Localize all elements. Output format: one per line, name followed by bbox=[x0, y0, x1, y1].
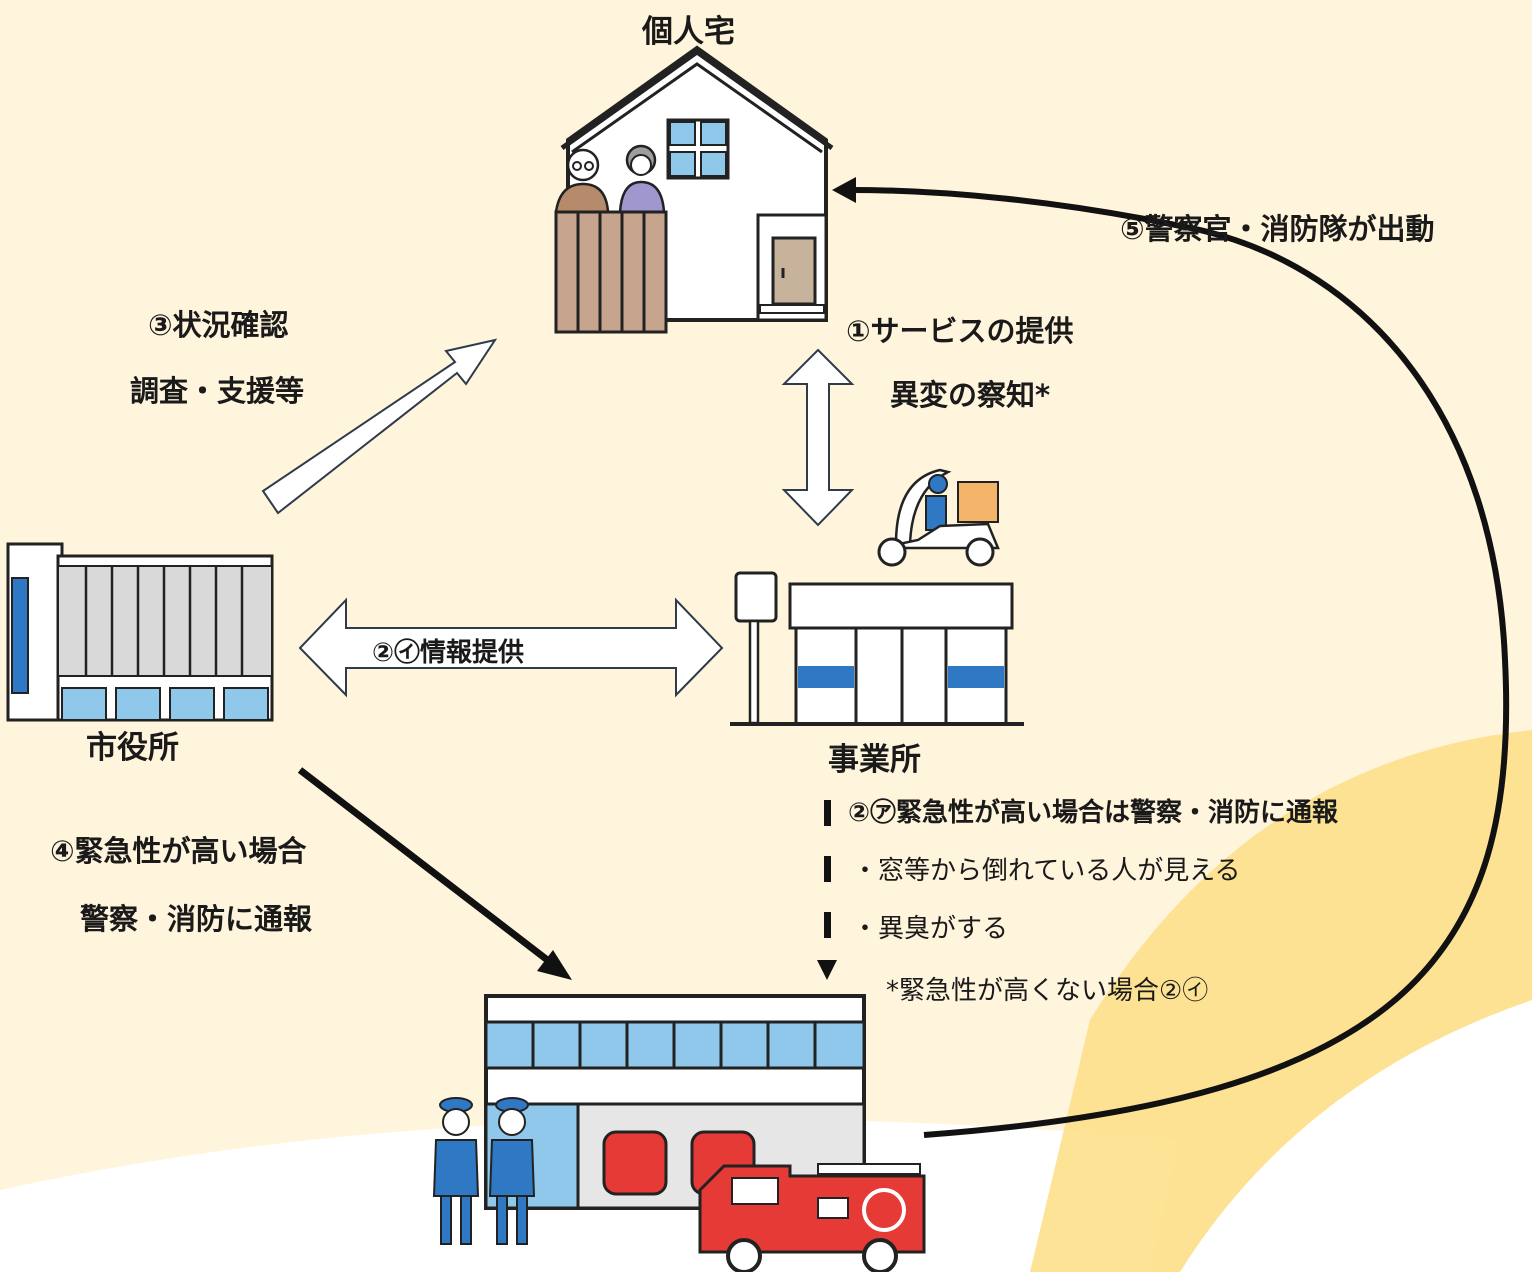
support-label: 調査・支援等 bbox=[130, 374, 305, 408]
detection-label: 異変の察知* bbox=[890, 378, 1051, 412]
report-police-label: 警察・消防に通報 bbox=[80, 902, 313, 936]
arrow-dispatch-head bbox=[832, 177, 856, 203]
dash-segment bbox=[824, 856, 831, 882]
dispatch-label: ⑤警察官・消防隊が出動 bbox=[1120, 212, 1435, 246]
dash-segment bbox=[824, 800, 831, 826]
check-label: ③状況確認 bbox=[148, 308, 289, 342]
house-illustration bbox=[554, 45, 834, 334]
officer-figure bbox=[432, 1097, 480, 1245]
office-label: 事業所 bbox=[828, 742, 921, 778]
service-label: ①サービスの提供 bbox=[846, 314, 1074, 348]
fire-truck-illustration bbox=[698, 1163, 926, 1272]
delivery-scooter-illustration bbox=[877, 468, 1000, 567]
arrow-urgent bbox=[297, 767, 553, 965]
report-label: ②㋐緊急性が高い場合は警察・消防に通報 bbox=[848, 798, 1339, 828]
arrow-check bbox=[261, 338, 498, 515]
urgent-label: ④緊急性が高い場合 bbox=[50, 834, 307, 868]
arrow-urgent-head bbox=[537, 950, 572, 980]
footnote: *緊急性が高くない場合②㋑ bbox=[886, 976, 1209, 1006]
arrow-dispatch bbox=[851, 187, 1510, 1138]
background-swoosh-white-right bbox=[1180, 1000, 1532, 1272]
arrow-service bbox=[781, 348, 855, 527]
arrow-report-head bbox=[817, 960, 837, 980]
example-item: ・窓等から倒れている人が見える bbox=[852, 856, 1241, 886]
city-hall-label: 市役所 bbox=[86, 730, 179, 766]
dash-segment bbox=[824, 912, 831, 938]
office-illustration bbox=[730, 571, 1024, 726]
house-label: 個人宅 bbox=[642, 14, 735, 50]
city-hall-illustration bbox=[6, 542, 274, 722]
info-label: ②㋑情報提供 bbox=[372, 638, 525, 668]
station-illustration bbox=[432, 994, 926, 1272]
arrow-info bbox=[298, 597, 724, 698]
officer-figure bbox=[488, 1097, 536, 1245]
example-item: ・異臭がする bbox=[852, 914, 1009, 944]
